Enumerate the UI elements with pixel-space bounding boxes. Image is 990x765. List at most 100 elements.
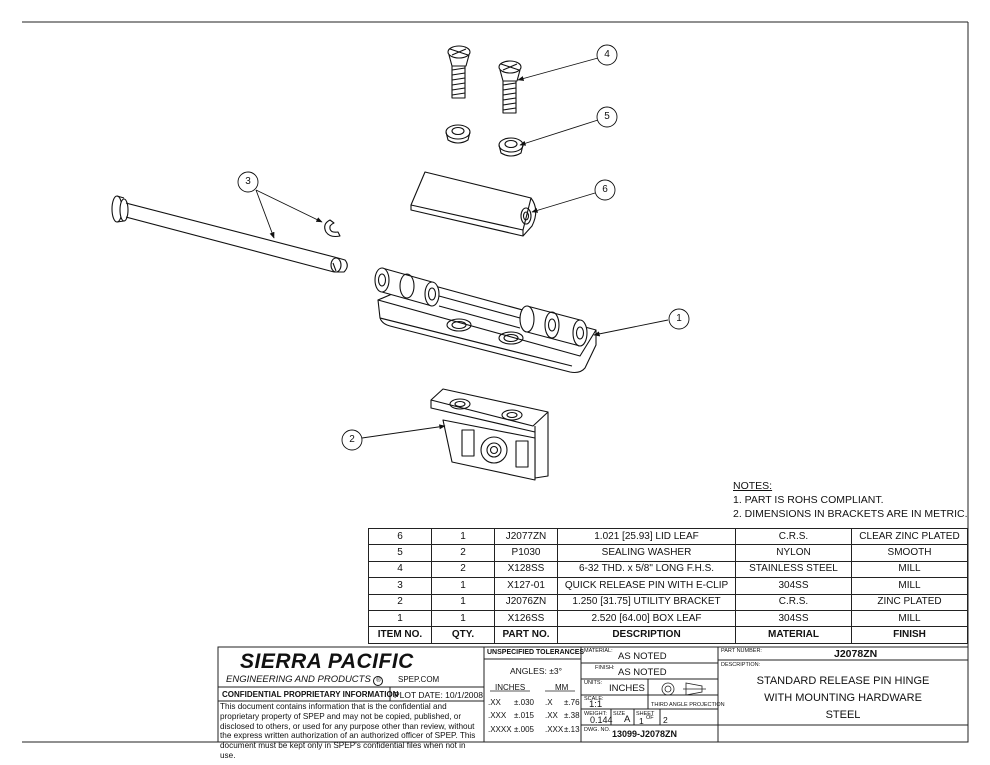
bom-header-item-no: ITEM NO. bbox=[368, 626, 432, 644]
company-name: SIERRA PACIFIC bbox=[240, 650, 414, 673]
material-label: MATERIAL: bbox=[584, 648, 613, 654]
balloon-4-label: 4 bbox=[604, 49, 610, 60]
bom-finish: MILL bbox=[851, 577, 968, 595]
e-clip-icon bbox=[324, 219, 341, 238]
table-row: 4 2 X128SS 6-32 THD. x 5/8" LONG F.H.S. … bbox=[368, 560, 968, 579]
sheet-value: 1 bbox=[639, 716, 644, 726]
third-angle-projection-icon bbox=[661, 682, 706, 696]
material-value: AS NOTED bbox=[618, 651, 667, 662]
bom-material: C.R.S. bbox=[735, 527, 852, 546]
size-label: SIZE bbox=[613, 711, 626, 717]
bom-part-no: X127-01 bbox=[494, 577, 558, 595]
tolerances-angles: ANGLES: ±3° bbox=[510, 666, 563, 676]
dwg-number: 13099-J2078ZN bbox=[612, 729, 678, 739]
bom-finish: CLEAR ZINC PLATED bbox=[851, 527, 968, 546]
bom-finish: SMOOTH bbox=[851, 544, 968, 562]
bom-material: STAINLESS STEEL bbox=[735, 560, 852, 579]
table-row: 1 1 X126SS 2.520 [64.00] BOX LEAF 304SS … bbox=[368, 609, 968, 628]
description-line-2: WITH MOUNTING HARDWARE bbox=[764, 692, 922, 704]
table-row: 5 2 P1030 SEALING WASHER NYLON SMOOTH bbox=[368, 544, 968, 562]
weight-label: WEIGHT: bbox=[584, 711, 607, 717]
bom-description: 6-32 THD. x 5/8" LONG F.H.S. bbox=[557, 560, 736, 579]
release-pin-icon bbox=[111, 195, 348, 273]
balloon-2-icon bbox=[341, 429, 363, 451]
box-leaf-icon bbox=[374, 267, 597, 374]
bom-part-no: P1030 bbox=[494, 544, 558, 562]
bom-item-no: 4 bbox=[368, 560, 432, 579]
bom-description: 1.250 [31.75] UTILITY BRACKET bbox=[557, 593, 736, 611]
description-label: DESCRIPTION: bbox=[721, 662, 761, 668]
screw-left-icon bbox=[447, 45, 471, 99]
bom-material: NYLON bbox=[735, 544, 852, 562]
tol-inch-value: ±.030 bbox=[514, 698, 534, 707]
bom-qty: 1 bbox=[431, 527, 495, 546]
dwg-label: DWG. NO. bbox=[584, 727, 611, 733]
description-line-1: STANDARD RELEASE PIN HINGE bbox=[756, 675, 930, 687]
bom-item-no: 6 bbox=[368, 527, 432, 546]
bom-part-no: X126SS bbox=[494, 609, 558, 628]
bom-description: QUICK RELEASE PIN WITH E-CLIP bbox=[557, 577, 736, 595]
balloon-2-label: 2 bbox=[349, 434, 355, 445]
balloon-3-icon bbox=[237, 171, 259, 193]
confidential-label: CONFIDENTIAL PROPRIETARY INFORMATION bbox=[222, 690, 399, 699]
balloon-4-icon bbox=[596, 44, 618, 66]
lid-leaf-icon bbox=[410, 171, 537, 237]
tolerances-inches-label: INCHES bbox=[495, 683, 526, 692]
tol-inch-place: .XX bbox=[488, 698, 501, 707]
bom-description: 1.021 [25.93] LID LEAF bbox=[557, 527, 736, 546]
weight-value: 0.144 bbox=[590, 715, 613, 725]
tol-mm-place: .XXX bbox=[545, 725, 564, 734]
table-row: 3 1 X127-01 QUICK RELEASE PIN WITH E-CLI… bbox=[368, 577, 968, 595]
balloon-5-icon bbox=[596, 106, 618, 128]
units-label: UNITS: bbox=[584, 680, 603, 686]
table-row: 2 1 J2076ZN 1.250 [31.75] UTILITY BRACKE… bbox=[368, 593, 968, 611]
balloon-3-label: 3 bbox=[245, 176, 251, 187]
utility-bracket-icon bbox=[430, 388, 549, 481]
company-sub-text: ENGINEERING AND PRODUCTS bbox=[226, 674, 371, 685]
bom-description: SEALING WASHER bbox=[557, 544, 736, 562]
screw-right-icon bbox=[498, 60, 522, 114]
units-value: INCHES bbox=[609, 683, 645, 694]
bom-part-no: J2076ZN bbox=[494, 593, 558, 611]
registered-icon: ® bbox=[373, 676, 384, 686]
tol-inch-value: ±.005 bbox=[514, 725, 534, 734]
tol-inch-place: .XXX bbox=[488, 711, 507, 720]
bom-header-row: ITEM NO. QTY. PART NO. DESCRIPTION MATER… bbox=[368, 626, 968, 644]
bom-material: C.R.S. bbox=[735, 593, 852, 611]
bom-qty: 2 bbox=[431, 544, 495, 562]
balloon-6-icon bbox=[594, 179, 616, 201]
size-value: A bbox=[624, 714, 631, 725]
of-label: OF bbox=[646, 715, 654, 721]
bom-qty: 2 bbox=[431, 560, 495, 579]
description-line-3: STEEL bbox=[825, 709, 861, 721]
bom-finish: ZINC PLATED bbox=[851, 593, 968, 611]
bom-item-no: 1 bbox=[368, 609, 432, 628]
balloon-6-label: 6 bbox=[602, 184, 608, 195]
projection-label: THIRD ANGLE PROJECTION bbox=[651, 702, 725, 708]
tol-inch-value: ±.015 bbox=[514, 711, 534, 720]
sheets-value: 2 bbox=[663, 715, 668, 725]
scale-label: SCALE: bbox=[584, 696, 604, 702]
note-2: 2. DIMENSIONS IN BRACKETS ARE IN METRIC. bbox=[733, 508, 968, 520]
bom-part-no: X128SS bbox=[494, 560, 558, 579]
washer-left-icon bbox=[445, 124, 471, 144]
scale-value: 1:1 bbox=[589, 699, 603, 710]
sheet-label: SHEET bbox=[636, 711, 655, 717]
bom-qty: 1 bbox=[431, 577, 495, 595]
tol-mm-value: ±.38 bbox=[564, 711, 580, 720]
bom-finish: MILL bbox=[851, 560, 968, 579]
notes-heading: NOTES: bbox=[733, 480, 773, 492]
bom-header-finish: FINISH bbox=[851, 626, 968, 644]
finish-label: FINISH: bbox=[595, 665, 615, 671]
company-website: SPEP.COM bbox=[398, 675, 440, 684]
bom-item-no: 2 bbox=[368, 593, 432, 611]
bom-header-material: MATERIAL bbox=[735, 626, 852, 644]
tol-mm-value: ±.13 bbox=[564, 725, 580, 734]
tol-mm-place: .XX bbox=[545, 711, 558, 720]
bom-item-no: 5 bbox=[368, 544, 432, 562]
bom-finish: MILL bbox=[851, 609, 968, 628]
bom-qty: 1 bbox=[431, 593, 495, 611]
tol-mm-value: ±.76 bbox=[564, 698, 580, 707]
